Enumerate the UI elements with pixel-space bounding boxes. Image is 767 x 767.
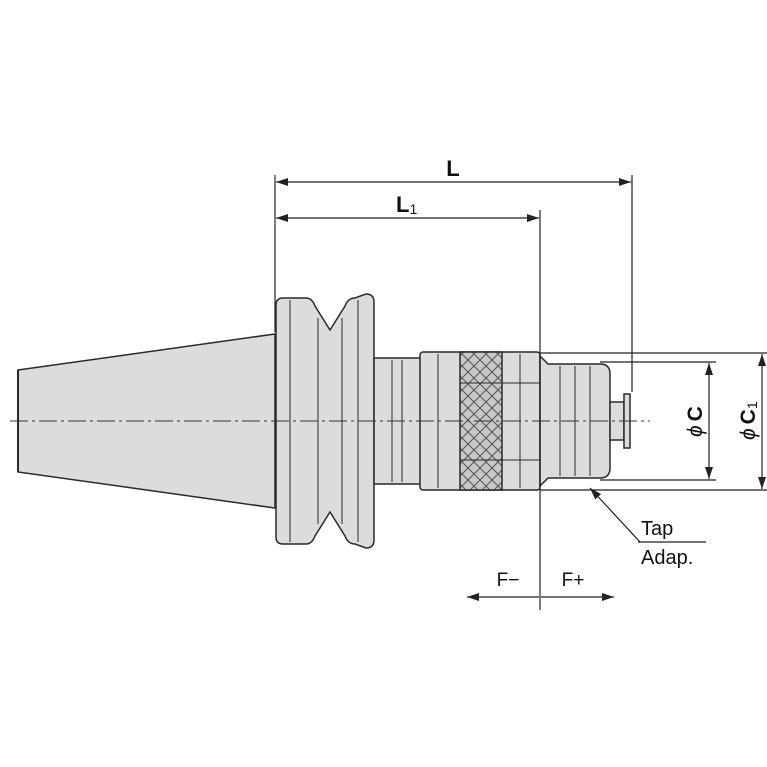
callout-adap: Adap. xyxy=(641,547,693,569)
dimension-l1-label: L1 xyxy=(396,192,417,217)
feed-minus-label: F− xyxy=(497,570,520,591)
dimension-diameter-c1-label: ϕC1 xyxy=(737,401,760,440)
dimension-diameter-c xyxy=(600,361,716,481)
callout-tap: Tap xyxy=(641,518,673,540)
dimension-l-label: L xyxy=(446,156,459,181)
dimension-l xyxy=(274,175,633,392)
tap-adapter-leader xyxy=(589,487,706,543)
dimension-diameter-c1 xyxy=(540,352,767,491)
dimension-l1 xyxy=(276,210,541,610)
dimension-diameter-c-label: ϕC xyxy=(684,406,707,437)
feed-plus-label: F+ xyxy=(562,570,585,591)
